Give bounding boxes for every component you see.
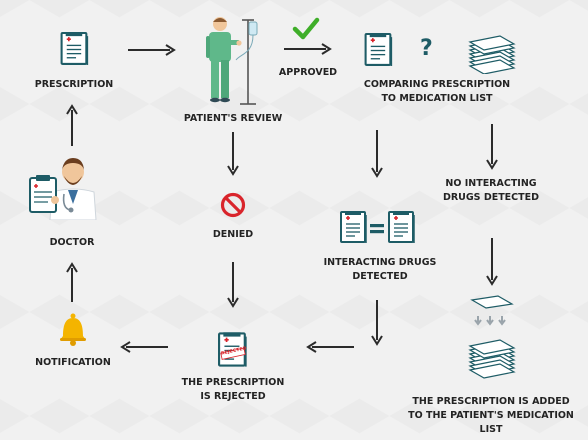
arrow-doctor-to-prescription: [66, 104, 78, 146]
arrow-review-to-comparing: [284, 43, 332, 55]
patient-iv-drip-icon: [206, 17, 258, 105]
notification-label: NOTIFICATION: [35, 357, 111, 368]
arrow-interacting-to-rejected: [306, 341, 354, 353]
interacting-label: INTERACTING DRUGS DETECTED: [323, 257, 437, 282]
approved-label: APPROVED: [278, 67, 338, 78]
added-label: THE PRESCRIPTION IS ADDED TO THE PATIENT…: [408, 396, 574, 435]
doctor-icon: [29, 158, 97, 220]
arrow-comparing-to-interacting: [371, 130, 383, 178]
arrow-comparing-to-no-interacting: [486, 124, 498, 170]
check-mark-icon: [292, 17, 320, 40]
arrow-rejected-to-notification: [120, 341, 168, 353]
comparing-label: COMPARING PRESCRIPTION TO MEDICATION LIS…: [363, 79, 511, 104]
documents-equal-icon: [340, 210, 415, 244]
prescription-label: PRESCRIPTION: [34, 79, 114, 90]
denied-label: DENIED: [212, 229, 254, 240]
arrow-review-to-denied: [227, 132, 239, 176]
paper-stack-icon: [469, 35, 515, 74]
arrow-prescription-to-review: [128, 44, 176, 56]
rejected-document-icon: [218, 332, 247, 368]
arrow-interacting-down: [371, 300, 383, 346]
arrow-notification-to-doctor: [66, 262, 78, 302]
rejected-label: THE PRESCRIPTION IS REJECTED: [181, 377, 285, 402]
paper-stack-add-icon: [469, 295, 515, 379]
doctor-label: DOCTOR: [49, 237, 95, 248]
prohibited-icon: [220, 192, 246, 218]
no-interacting-label: NO INTERACTING DRUGS DETECTED: [442, 178, 540, 203]
arrow-no-interacting-to-added: [486, 238, 498, 286]
prescription-document-icon: [60, 32, 89, 66]
patients-review-label: PATIENT'S REVIEW: [183, 113, 283, 124]
comparing-document-icon: [364, 33, 393, 67]
bell-icon: [60, 313, 86, 346]
arrow-denied-to-rejected: [227, 262, 239, 308]
question-mark-icon: ?: [420, 36, 433, 61]
